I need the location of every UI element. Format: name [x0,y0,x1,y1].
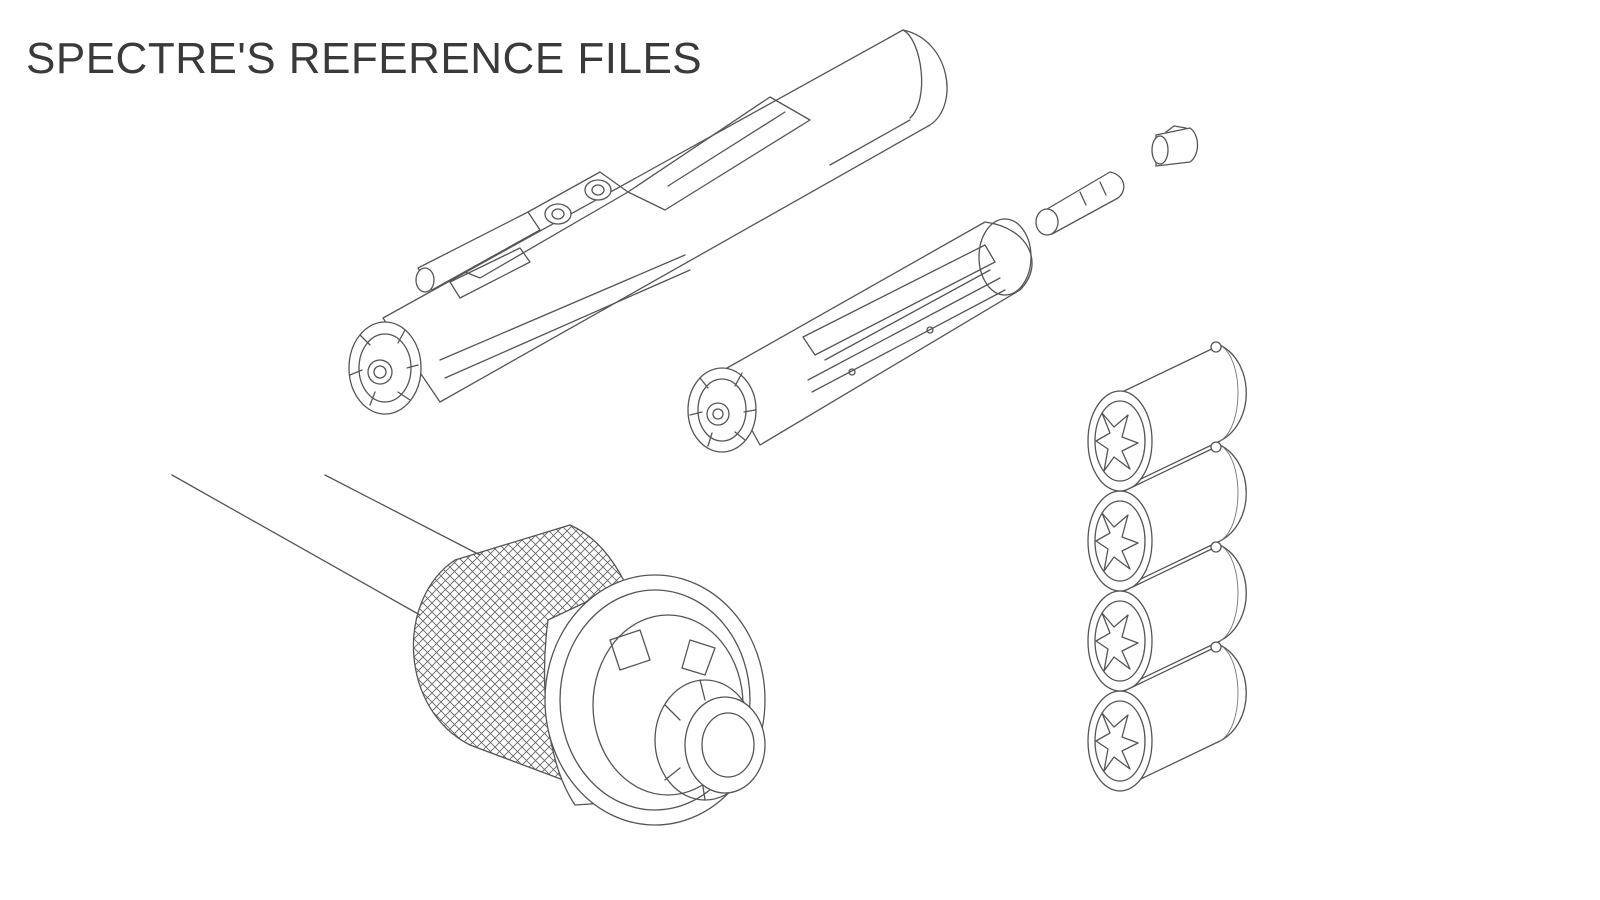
bolt-carrier-group [348,29,948,415]
page-title: SPECTRE'S REFERENCE FILES [26,34,703,83]
firing-pin-retainer [1035,171,1125,236]
bolt-face-inserts [1087,341,1247,792]
bolt [687,218,1033,453]
barrel-extension-assembly [171,474,766,826]
cam-pin [1151,125,1199,167]
